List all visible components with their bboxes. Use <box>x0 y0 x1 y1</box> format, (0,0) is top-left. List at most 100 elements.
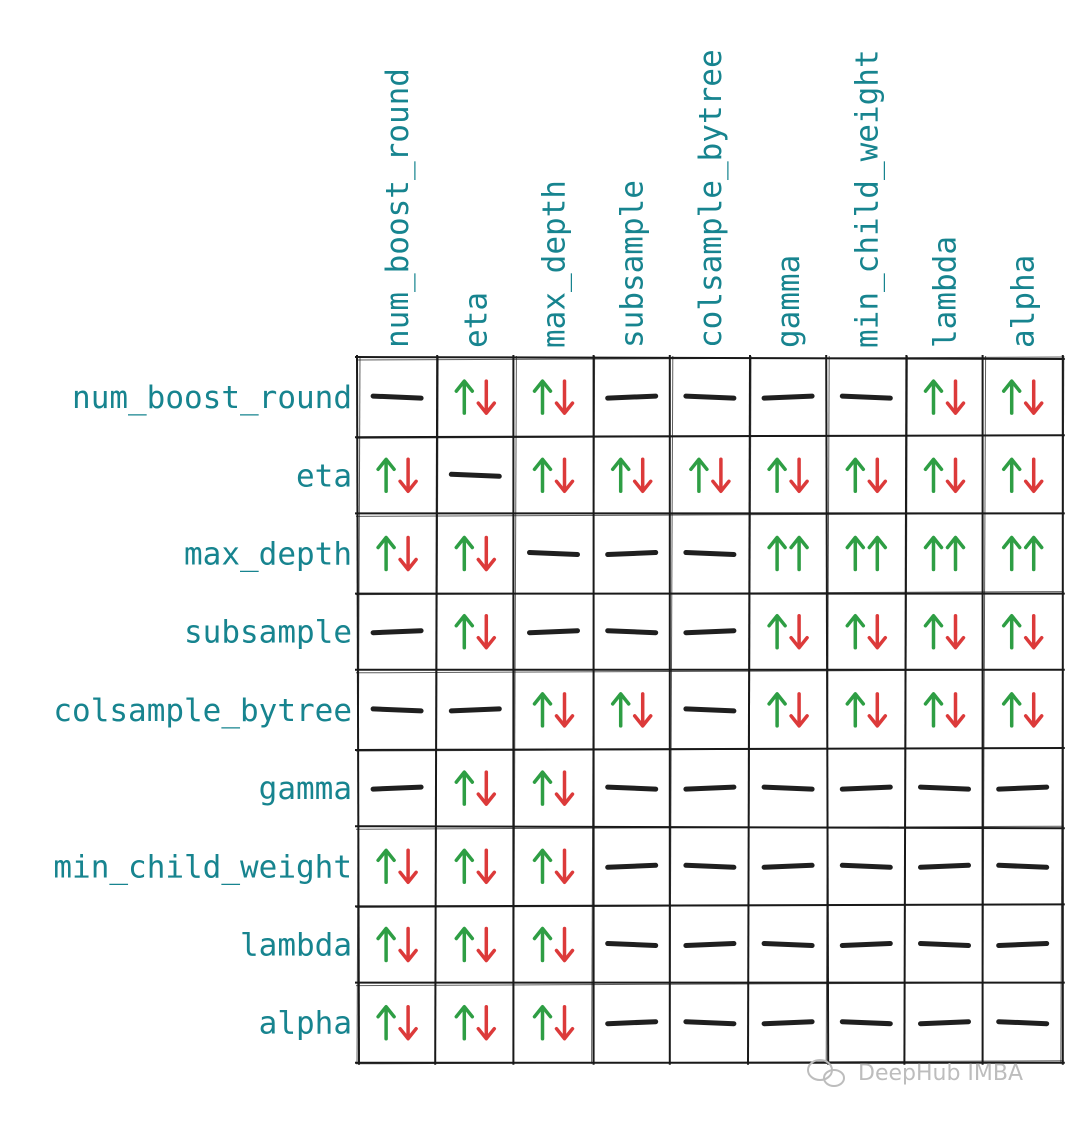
row-label-num_boost_round: num_boost_round <box>72 380 352 416</box>
down-arrow-icon <box>476 613 497 650</box>
down-arrow-icon <box>398 457 418 494</box>
column-label-subsample: subsample <box>615 180 651 348</box>
cell-gamma-subsample <box>605 784 659 792</box>
up-arrow-icon <box>845 613 866 650</box>
cell-max_depth-min_child_weight <box>845 535 888 572</box>
watermark: DeepHub IMBA <box>807 1059 1023 1087</box>
down-arrow-icon <box>398 535 418 572</box>
cell-colsample_bytree-gamma <box>767 692 809 728</box>
up-arrow-icon <box>454 1004 475 1041</box>
up-arrow-icon <box>767 457 787 494</box>
down-arrow-icon <box>867 457 888 494</box>
cell-num_boost_round-max_depth <box>532 379 575 415</box>
no-effect-dash <box>996 784 1050 792</box>
no-effect-dash <box>370 706 424 714</box>
no-effect-dash <box>605 393 659 401</box>
down-arrow-icon <box>632 692 653 728</box>
up-arrow-icon <box>1023 535 1044 572</box>
down-arrow-icon <box>1023 457 1044 494</box>
up-arrow-icon <box>845 457 866 494</box>
cell-max_depth-subsample <box>605 550 659 557</box>
down-arrow-icon <box>554 379 575 415</box>
no-effect-dash <box>605 1019 659 1027</box>
cell-gamma-max_depth <box>532 770 575 806</box>
cell-min_child_weight-colsample_bytree <box>683 862 737 870</box>
down-arrow-icon <box>945 457 966 494</box>
down-arrow-icon <box>711 457 731 494</box>
matrix-grid <box>354 354 1065 1065</box>
cell-min_child_weight-gamma <box>761 862 815 870</box>
cell-max_depth-gamma <box>767 535 809 572</box>
cell-gamma-lambda <box>918 784 971 792</box>
grid-line-horizontal-sketch <box>355 982 1064 987</box>
down-arrow-icon <box>398 926 418 963</box>
down-arrow-icon <box>554 1004 575 1041</box>
grid-line-vertical-sketch <box>434 355 439 1064</box>
cell-colsample_bytree-min_child_weight <box>845 692 888 728</box>
up-arrow-icon <box>1001 692 1022 728</box>
cell-num_boost_round-subsample <box>605 393 659 401</box>
down-arrow-icon <box>476 848 497 885</box>
no-effect-dash <box>370 393 424 401</box>
cell-gamma-num_boost_round <box>370 784 424 792</box>
row-label-subsample: subsample <box>184 615 352 651</box>
no-effect-dash <box>683 550 737 557</box>
down-arrow-icon <box>632 457 653 494</box>
no-effect-dash <box>761 941 815 948</box>
cell-colsample_bytree-colsample_bytree <box>683 706 737 714</box>
cell-subsample-max_depth <box>527 628 580 636</box>
no-effect-dash <box>996 862 1050 870</box>
up-arrow-icon <box>845 692 866 728</box>
grid-line-vertical-sketch <box>591 355 596 1064</box>
up-arrow-icon <box>1001 613 1022 650</box>
no-effect-dash <box>996 941 1050 948</box>
no-effect-dash <box>839 1019 893 1027</box>
no-effect-dash <box>761 393 815 401</box>
cell-subsample-min_child_weight <box>845 613 888 650</box>
up-arrow-icon <box>454 848 475 885</box>
cell-eta-min_child_weight <box>845 457 888 494</box>
cell-eta-alpha <box>1001 457 1044 494</box>
column-label-max_depth: max_depth <box>537 180 573 348</box>
up-arrow-icon <box>454 926 475 963</box>
cell-eta-num_boost_round <box>376 457 418 494</box>
grid-line-horizontal-sketch <box>355 747 1064 752</box>
cell-lambda-min_child_weight <box>839 941 893 948</box>
cell-lambda-gamma <box>761 941 815 948</box>
no-effect-dash <box>683 393 737 401</box>
up-arrow-icon <box>1001 535 1022 572</box>
no-effect-dash <box>918 862 971 870</box>
cell-lambda-subsample <box>605 941 659 948</box>
no-effect-dash <box>761 1019 815 1027</box>
up-arrow-icon <box>376 926 396 963</box>
grid-line-horizontal-sketch <box>355 512 1064 517</box>
no-effect-dash <box>605 941 659 948</box>
up-arrow-icon <box>454 379 475 415</box>
up-arrow-icon <box>532 457 553 494</box>
cell-num_boost_round-min_child_weight <box>839 393 893 401</box>
cell-min_child_weight-subsample <box>605 862 659 870</box>
cell-min_child_weight-num_boost_round <box>376 848 418 885</box>
up-arrow-icon <box>1001 379 1022 415</box>
cell-lambda-max_depth <box>532 926 575 963</box>
no-effect-dash <box>839 393 893 401</box>
no-effect-dash <box>683 784 737 792</box>
cell-gamma-colsample_bytree <box>683 784 737 792</box>
cell-colsample_bytree-eta <box>448 706 502 714</box>
cell-subsample-subsample <box>605 628 659 636</box>
up-arrow-icon <box>532 848 553 885</box>
cell-alpha-max_depth <box>532 1004 575 1041</box>
cell-alpha-gamma <box>761 1019 815 1027</box>
down-arrow-icon <box>554 770 575 806</box>
grid-line-horizontal-sketch <box>355 1060 1064 1065</box>
cell-colsample_bytree-num_boost_round <box>370 706 424 714</box>
no-effect-dash <box>918 1019 971 1027</box>
cell-num_boost_round-lambda <box>923 379 966 415</box>
column-label-min_child_weight: min_child_weight <box>849 49 885 348</box>
down-arrow-icon <box>945 379 966 415</box>
down-arrow-icon <box>476 1004 497 1041</box>
up-arrow-icon <box>454 535 475 572</box>
up-arrow-icon <box>532 692 553 728</box>
down-arrow-icon <box>789 692 809 728</box>
cell-min_child_weight-alpha <box>996 862 1050 870</box>
